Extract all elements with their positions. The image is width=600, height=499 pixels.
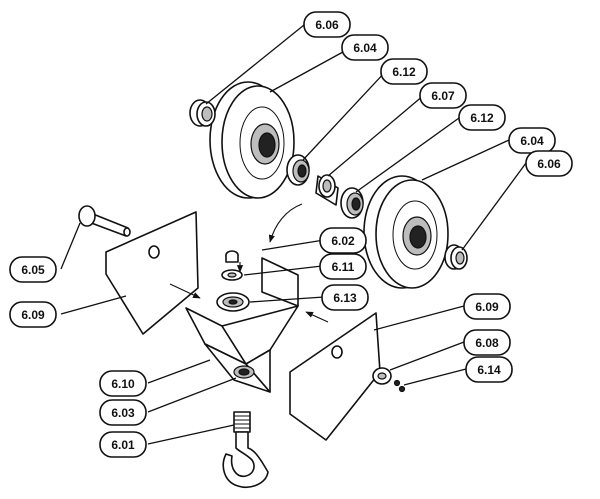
callout-6-04-top: 6.04: [341, 34, 389, 61]
end-cap: [372, 367, 406, 393]
nut-stack: [216, 250, 250, 312]
svg-text:6.02: 6.02: [331, 234, 355, 248]
left-spacer: [189, 99, 216, 127]
svg-text:6.12: 6.12: [470, 111, 494, 125]
svg-text:6.01: 6.01: [111, 438, 135, 452]
hook: [222, 411, 269, 488]
right-spacer: [444, 244, 468, 270]
callout-6-04-right: 6.04: [508, 127, 556, 154]
callout-6-05: 6.05: [9, 256, 57, 283]
left-side-plate: [105, 211, 201, 335]
callout-6-10: 6.10: [99, 370, 147, 397]
right-bearing: [340, 187, 364, 219]
right-wheel: [363, 175, 449, 289]
svg-text:6.03: 6.03: [111, 406, 135, 420]
callout-6-06-top: 6.06: [303, 11, 351, 38]
svg-text:6.12: 6.12: [392, 65, 416, 79]
svg-text:6.13: 6.13: [333, 291, 357, 305]
svg-text:6.09: 6.09: [21, 308, 45, 322]
axle-pin: [78, 205, 131, 237]
spacer-tube: [315, 174, 339, 206]
svg-text:6.09: 6.09: [475, 300, 499, 314]
callout-6-13: 6.13: [321, 284, 369, 311]
leader-lines: [60, 24, 527, 445]
svg-text:6.04: 6.04: [353, 41, 377, 55]
callout-6-14: 6.14: [465, 356, 513, 383]
assembly-arrow: [268, 203, 303, 243]
u-bracket: [185, 257, 299, 393]
callouts: 6.06 6.04 6.12 6.07 6.12 6.04 6.06 6.02: [9, 11, 573, 458]
callout-6-02: 6.02: [319, 227, 367, 254]
callout-6-12-mid: 6.12: [458, 104, 506, 131]
callout-6-12-top: 6.12: [380, 58, 428, 85]
svg-text:6.06: 6.06: [315, 18, 339, 32]
callout-6-07: 6.07: [419, 82, 467, 109]
svg-text:6.04: 6.04: [520, 134, 544, 148]
svg-text:6.08: 6.08: [475, 336, 499, 350]
left-wheel: [209, 81, 295, 199]
svg-text:6.14: 6.14: [477, 363, 501, 377]
left-bearing: [286, 154, 310, 186]
callout-6-06-right: 6.06: [525, 150, 573, 177]
svg-text:6.11: 6.11: [332, 260, 355, 274]
svg-text:6.05: 6.05: [21, 263, 45, 277]
svg-text:6.07: 6.07: [431, 89, 455, 103]
callout-6-09-right: 6.09: [463, 293, 511, 320]
callout-6-09-left: 6.09: [9, 301, 57, 328]
callout-6-03: 6.03: [99, 399, 147, 426]
callout-6-01: 6.01: [99, 431, 147, 458]
svg-text:6.06: 6.06: [537, 157, 561, 171]
callout-6-08: 6.08: [463, 329, 511, 356]
svg-text:6.10: 6.10: [111, 377, 135, 391]
callout-6-11: 6.11: [319, 253, 367, 280]
right-side-plate: [289, 311, 381, 441]
